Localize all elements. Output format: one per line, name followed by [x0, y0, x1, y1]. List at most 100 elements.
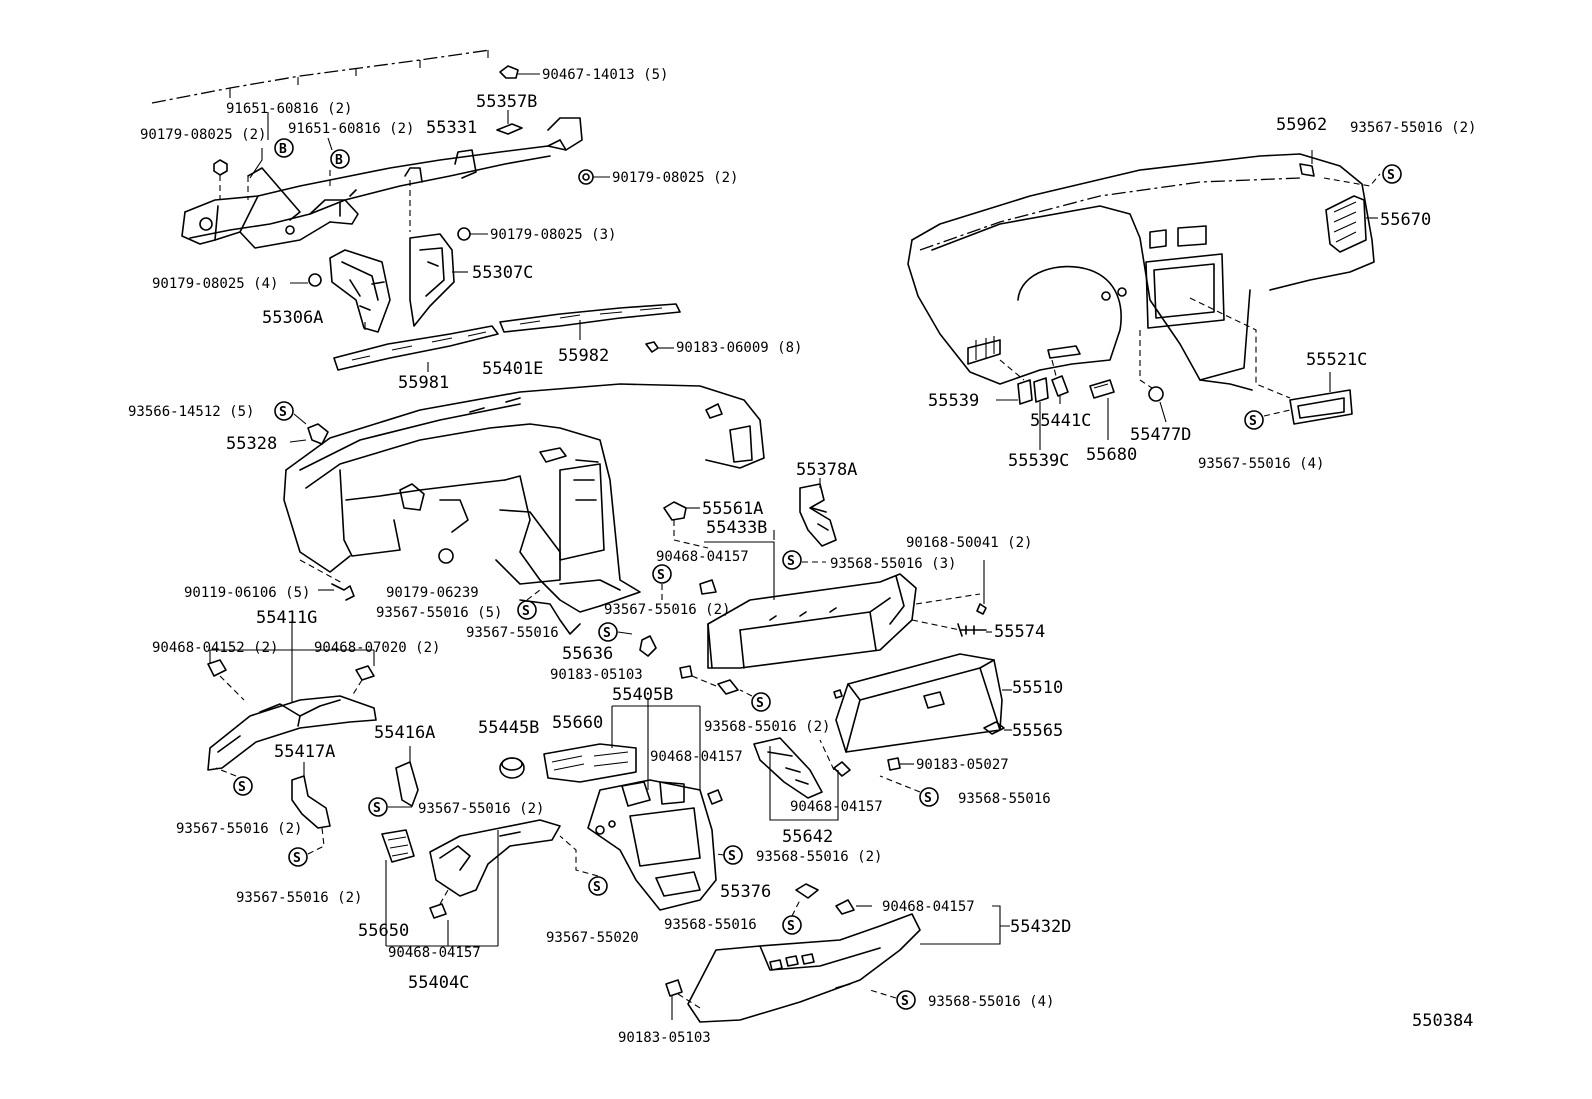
- label-90468-04157-c: 90468-04157: [790, 799, 883, 815]
- label-55565: 55565: [1012, 721, 1063, 741]
- svg-text:S: S: [787, 919, 795, 934]
- label-55328: 55328: [226, 434, 277, 454]
- part-55574-bolt: [957, 623, 992, 637]
- label-90468-04157-d: 90468-04157: [882, 899, 975, 915]
- clip-90468-04152: [207, 659, 245, 701]
- label-93568-55016-3: 93568-55016 (3): [830, 556, 956, 572]
- label-90179-08025-3: 90179-08025 (3): [490, 227, 616, 243]
- nut-90179-08025-upper-left: [213, 159, 228, 200]
- s-symbol-93568-55016-b: S: [782, 899, 802, 935]
- part-55432D-lower-cover: [687, 913, 921, 1023]
- screw-90168-50041: [976, 560, 987, 615]
- label-90179-08025-2a: 90179-08025 (2): [140, 127, 266, 143]
- label-90468-04157-a: 90468-04157: [656, 549, 749, 565]
- label-55405B: 55405B: [612, 685, 673, 705]
- label-93567-55016-4: 93567-55016 (4): [1198, 456, 1324, 472]
- part-55642-bracket: [753, 737, 823, 799]
- label-90179-08025-2b: 90179-08025 (2): [612, 170, 738, 186]
- label-93567-55016: 93567-55016: [466, 625, 559, 641]
- s-symbol-93568-55016-2a: S: [739, 689, 771, 712]
- label-55306A: 55306A: [262, 308, 323, 328]
- label-90183-05103-a: 90183-05103: [550, 667, 643, 683]
- label-93567-55016-2e: 93567-55016 (2): [1350, 120, 1476, 136]
- part-55404C-lower-cover: [429, 819, 561, 897]
- nut-90179-08025-lower: [290, 273, 322, 287]
- clip-90468-04157-a: [699, 579, 717, 595]
- screw-90119-06106: [299, 559, 355, 601]
- clip-90467-14013: [499, 65, 540, 79]
- label-55433B: 55433B: [706, 518, 767, 538]
- label-55331: 55331: [426, 118, 477, 138]
- clip-90183-05103-b: [665, 979, 701, 1020]
- label-91651-60816-a: 91651-60816 (2): [226, 101, 352, 117]
- clip-90468-04157-c: [819, 739, 851, 777]
- diagram-id: 550384: [1412, 1011, 1473, 1031]
- s-symbol-93567-55016-a: S: [598, 622, 633, 642]
- label-90119-06106: 90119-06106 (5): [184, 585, 310, 601]
- clip-90183-05027: [887, 757, 914, 771]
- label-90179-08025-4: 90179-08025 (4): [152, 276, 278, 292]
- label-93568-55016-4: 93568-55016 (4): [928, 994, 1054, 1010]
- label-55636: 55636: [562, 644, 613, 664]
- label-55982: 55982: [558, 346, 609, 366]
- label-55962: 55962: [1276, 115, 1327, 135]
- label-55416A: 55416A: [374, 723, 435, 743]
- label-93567-55016-5: 93567-55016 (5): [376, 605, 502, 621]
- svg-text:S: S: [1387, 168, 1395, 183]
- part-55636: [639, 635, 657, 657]
- label-55510: 55510: [1012, 678, 1063, 698]
- nut-90179-08025-right: [578, 169, 610, 185]
- label-90467-14013: 90467-14013 (5): [542, 67, 668, 83]
- part-55401E-instrument-panel: [283, 383, 765, 635]
- svg-text:S: S: [373, 801, 381, 816]
- part-55328-clip: [289, 423, 329, 445]
- part-55565: [983, 721, 1012, 735]
- label-90168-50041: 90168-50041 (2): [906, 535, 1032, 551]
- part-55445B-knob: [499, 757, 525, 779]
- part-55441C-switch: [1051, 359, 1069, 404]
- label-55376: 55376: [720, 882, 771, 902]
- label-55561A: 55561A: [702, 499, 763, 519]
- part-55357B: [496, 110, 523, 135]
- label-55521C: 55521C: [1306, 350, 1367, 370]
- label-90183-05027: 90183-05027: [916, 757, 1009, 773]
- svg-text:S: S: [728, 849, 736, 864]
- label-55357B: 55357B: [476, 92, 537, 112]
- label-55650: 55650: [358, 921, 409, 941]
- part-55376: [795, 883, 819, 899]
- s-symbol-93567-55016-2e: S: [1382, 164, 1402, 184]
- part-55521C-clock: [1289, 372, 1353, 425]
- part-55981-nozzle: [333, 325, 499, 372]
- part-55378A-bracket: [799, 478, 837, 547]
- instrument-panel-reinforcement: [181, 117, 583, 249]
- clip-90468-07020: [351, 665, 375, 697]
- part-55650-vent: [381, 829, 415, 863]
- label-55642: 55642: [782, 827, 833, 847]
- clip-90183-06009: [645, 341, 674, 353]
- svg-text:S: S: [756, 696, 764, 711]
- svg-text:S: S: [787, 554, 795, 569]
- s-symbol-93567-55016-2d: S: [368, 797, 412, 817]
- part-55405B-center-cluster: [587, 779, 717, 911]
- label-93567-55020: 93567-55020: [546, 930, 639, 946]
- leader-lines: [209, 148, 1010, 947]
- s-symbol-93567-55016-5: S: [517, 589, 541, 620]
- label-93567-55016-2b: 93567-55016 (2): [176, 821, 302, 837]
- label-55411G: 55411G: [256, 608, 317, 628]
- s-symbol-93568-55016-4: S: [869, 989, 916, 1010]
- clip-90468-04157-d: [835, 899, 872, 915]
- svg-text:B: B: [335, 153, 343, 168]
- b-symbol-right: B: [330, 149, 350, 169]
- part-55411G-finish-panel: [207, 695, 377, 771]
- label-93568-55016-a: 93568-55016: [958, 791, 1051, 807]
- label-55680: 55680: [1086, 445, 1137, 465]
- label-90183-06009: 90183-06009 (8): [676, 340, 802, 356]
- label-90468-04157-e: 90468-04157: [388, 945, 481, 961]
- label-55981: 55981: [398, 373, 449, 393]
- part-55433B-glovebox-frame: [707, 573, 981, 669]
- b-symbol-left: B: [274, 138, 294, 158]
- svg-text:S: S: [924, 791, 932, 806]
- s-symbol-93568-55016-a: S: [879, 775, 939, 807]
- svg-text:S: S: [1249, 414, 1257, 429]
